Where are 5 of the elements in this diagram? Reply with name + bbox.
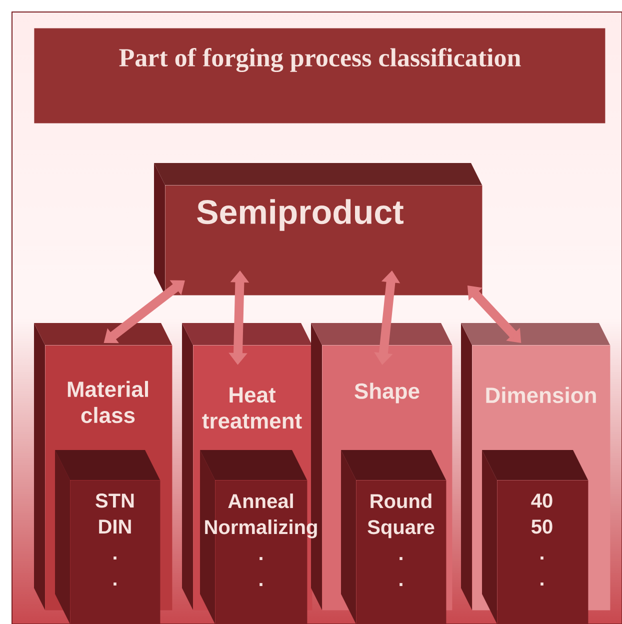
item-box: 40 50 . . <box>482 450 588 624</box>
title-box: Part of forging process classification <box>34 28 606 124</box>
item-box: Round Square . . <box>341 450 446 624</box>
semiproduct-box: Semiproduct <box>154 163 482 296</box>
item-box: STN DIN . . <box>55 450 160 624</box>
